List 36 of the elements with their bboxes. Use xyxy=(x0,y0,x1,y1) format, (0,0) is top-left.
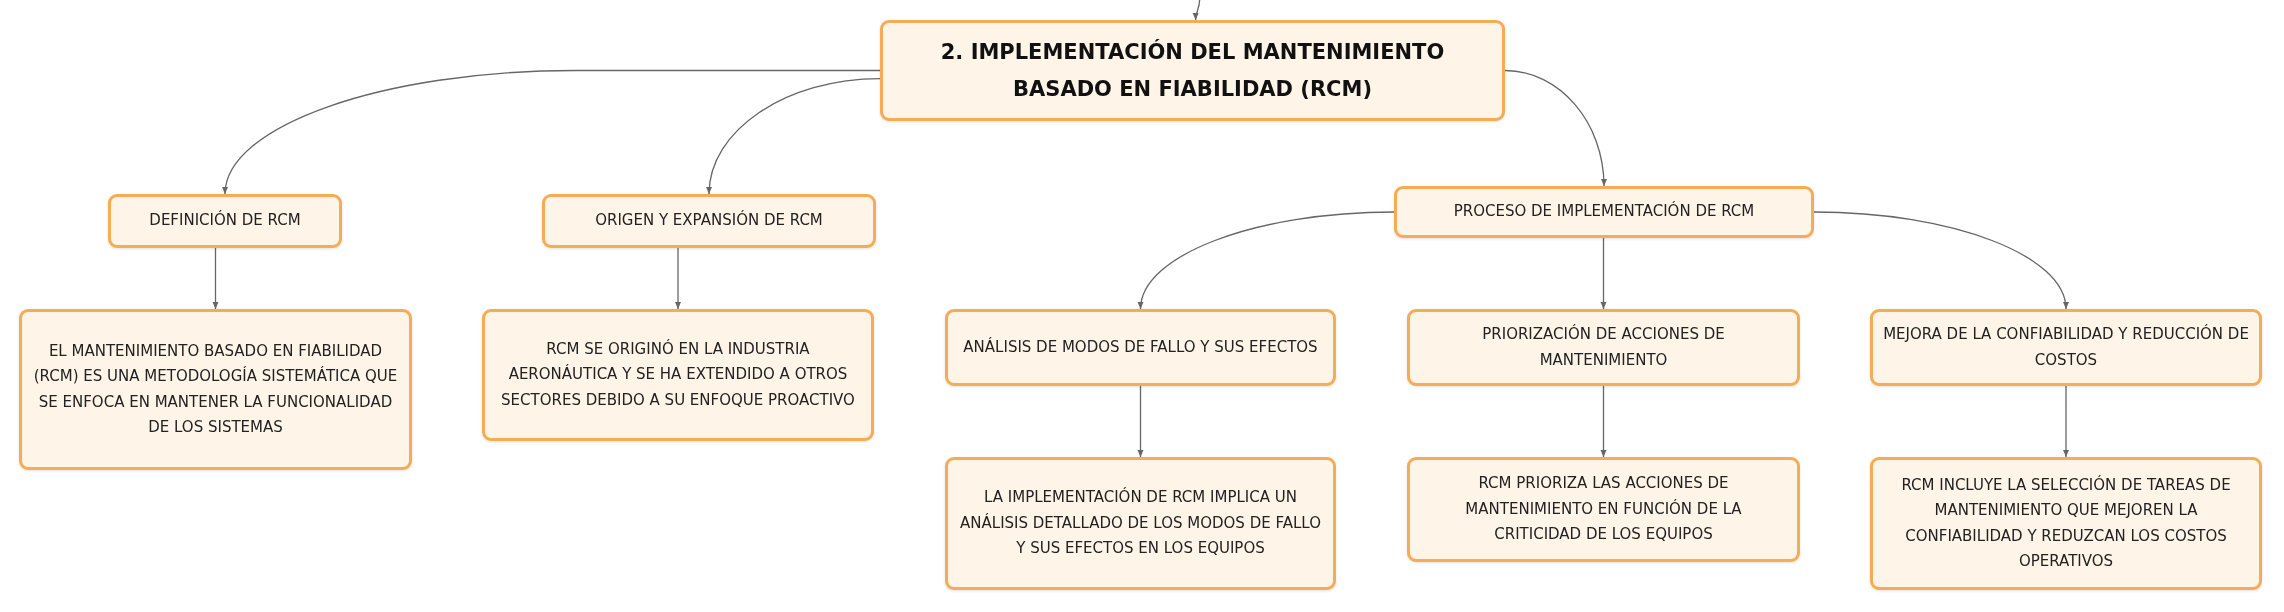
connector-arrow xyxy=(706,77,881,195)
topic-text: DEFINICIÓN DE RCM xyxy=(149,209,301,232)
connector-arrow xyxy=(223,69,881,195)
central-topic-box xyxy=(880,20,1505,121)
connector-arrow xyxy=(1504,69,1607,187)
topic-box xyxy=(1870,309,2262,386)
connector-arrow xyxy=(1138,211,1395,310)
topic-box xyxy=(108,194,342,248)
connector-arrow xyxy=(212,247,219,310)
topic-text: EL MANTENIMIENTO BASADO EN FIABILIDAD (RCM) ES UNA METODOLOGÍA SISTEMÁTICA QUE SE ENFOCA EN MANTENER LA FUNCIONALIDAD DE LOS SISTEMAS xyxy=(32,340,399,438)
connector-arrow xyxy=(1600,237,1607,310)
topic-text: RCM SE ORIGINÓ EN LA INDUSTRIA AERONÁUTICA Y SE HA EXTENDIDO A OTROS SECTORES DEBIDO A SU ENFOQUE PROACTIVO xyxy=(500,338,856,411)
topic-box xyxy=(542,194,876,248)
topic-box xyxy=(1407,457,1800,562)
topic-text: PRIORIZACIÓN DE ACCIONES DE MANTENIMIENTO xyxy=(1481,323,1726,371)
connector-arrow xyxy=(675,247,681,310)
topic-box xyxy=(1407,309,1800,386)
topic-title: 2. IMPLEMENTACIÓN DEL MANTENIMIENTO BASADO EN FIABILIDAD (RCM) xyxy=(939,38,1446,103)
topic-box xyxy=(482,309,874,441)
connector-arrow xyxy=(1600,385,1607,458)
connector-arrow xyxy=(1137,385,1144,458)
topic-text: ORIGEN Y EXPANSIÓN DE RCM xyxy=(595,209,823,232)
connector-arrow xyxy=(2063,385,2069,458)
topic-text: RCM PRIORIZA LAS ACCIONES DE MANTENIMIENTO EN FUNCIÓN DE LA CRITICIDAD DE LOS EQUIPOS xyxy=(1464,473,1743,546)
topic-box xyxy=(945,309,1336,386)
topic-box xyxy=(945,457,1336,590)
topic-text: MEJORA DE LA CONFIABILIDAD Y REDUCCIÓN DE COSTOS xyxy=(1883,323,2249,371)
topic-box xyxy=(1394,186,1814,238)
topic-box xyxy=(19,309,412,470)
topic-box xyxy=(1870,457,2262,590)
connector-arrow xyxy=(1813,211,2068,310)
connector-arrow xyxy=(1192,0,1201,21)
topic-text: PROCESO DE IMPLEMENTACIÓN DE RCM xyxy=(1453,200,1755,223)
topic-text: ANÁLISIS DE MODOS DE FALLO Y SUS EFECTOS xyxy=(963,336,1318,358)
topic-text: LA IMPLEMENTACIÓN DE RCM IMPLICA UN ANÁLISIS DETALLADO DE LOS MODOS DE FALLO Y SUS EFECTOS EN LOS EQUIPOS xyxy=(959,486,1322,560)
topic-text: RCM INCLUYE LA SELECCIÓN DE TAREAS DE MANTENIMIENTO QUE MEJOREN LA CONFIABILIDAD Y REDUZCAN LOS COSTOS OPERATIVOS xyxy=(1900,474,2232,572)
